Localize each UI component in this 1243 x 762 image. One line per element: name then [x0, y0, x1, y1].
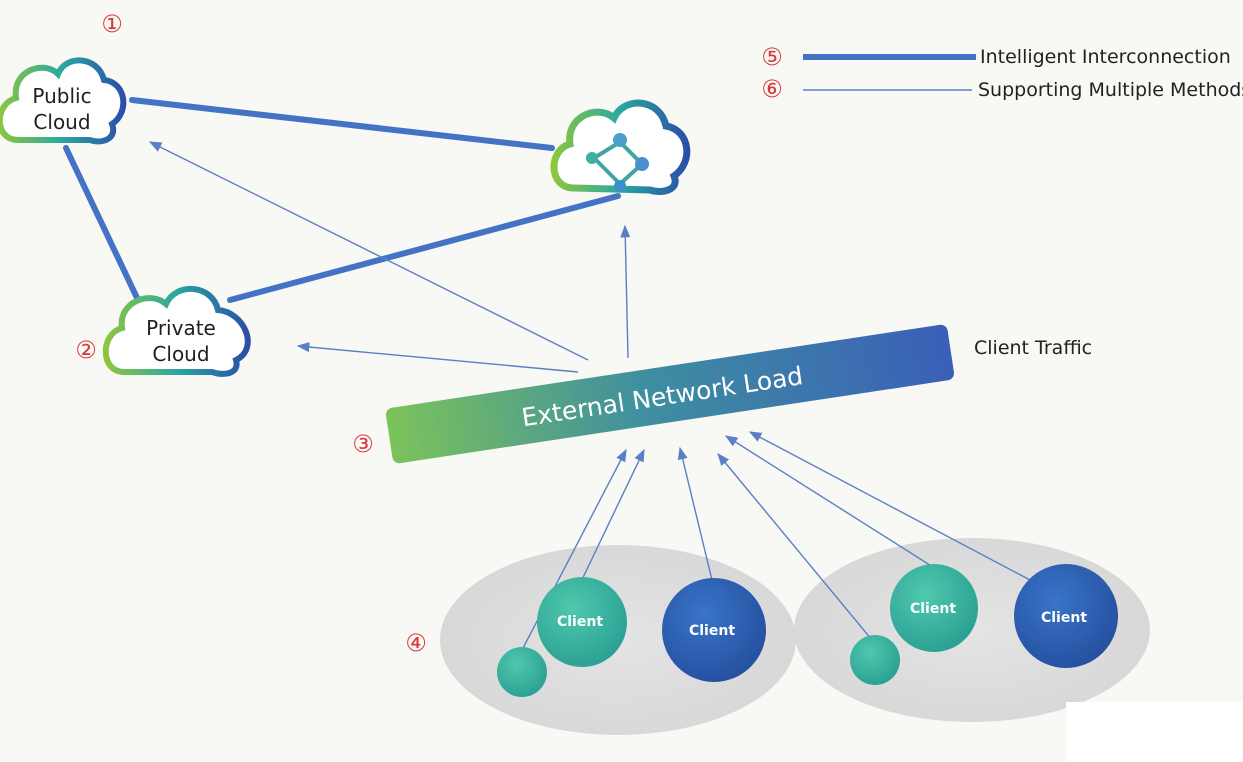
- client-node-small: [850, 635, 900, 685]
- arrow-client-6: [748, 431, 1031, 581]
- private-cloud[interactable]: Private Cloud: [102, 286, 251, 377]
- share-network-icon: [586, 133, 649, 192]
- client-label: Client: [1041, 610, 1087, 626]
- marker-1: ①: [101, 10, 123, 38]
- traffic-arrows: [148, 141, 1031, 651]
- client-label: Client: [557, 614, 603, 630]
- private-cloud-label-line1: Private: [146, 316, 216, 340]
- arrow-client-2: [577, 448, 645, 589]
- client-node[interactable]: [497, 647, 547, 697]
- corner-patch: [1066, 702, 1243, 762]
- arrow-client-5: [724, 435, 945, 575]
- client-node[interactable]: Client: [890, 564, 978, 652]
- client-node[interactable]: Client: [537, 577, 627, 667]
- private-cloud-icon: [102, 286, 251, 377]
- load-balancer-bar[interactable]: External Network Load: [385, 324, 955, 464]
- arrow-to-private-cloud: [296, 342, 579, 373]
- arrow-to-hub-cloud: [620, 224, 631, 359]
- arrow-client-4: [717, 453, 873, 641]
- public-cloud-label-line2: Cloud: [33, 110, 90, 134]
- client-label: Client: [910, 601, 956, 617]
- interconnection-lines: [63, 97, 621, 303]
- line-private-to-hub: [227, 193, 621, 303]
- client-node-teal: [890, 564, 978, 652]
- marker-6: ⑥: [761, 75, 783, 103]
- client-node-blue: [1014, 564, 1118, 668]
- arrow-to-public-cloud: [148, 141, 589, 361]
- legend-label-interconnection: Intelligent Interconnection: [980, 46, 1231, 68]
- legend-label-methods: Supporting Multiple Methods: [978, 79, 1243, 101]
- private-cloud-label-line2: Cloud: [152, 342, 209, 366]
- public-cloud[interactable]: Public Cloud: [0, 57, 127, 145]
- client-node-teal: [537, 577, 627, 667]
- arrow-client-3: [677, 446, 713, 581]
- line-public-to-private: [63, 145, 141, 303]
- hub-cloud[interactable]: [550, 99, 691, 195]
- client-node[interactable]: Client: [662, 578, 766, 682]
- marker-5: ⑤: [761, 43, 783, 71]
- marker-2: ②: [75, 336, 97, 364]
- hub-cloud-icon: [550, 99, 691, 195]
- marker-3: ③: [352, 430, 374, 458]
- public-cloud-icon: [0, 57, 127, 145]
- client-label: Client: [689, 623, 735, 639]
- client-node[interactable]: [850, 635, 900, 685]
- client-traffic-label: Client Traffic: [974, 337, 1092, 359]
- client-node-blue: [662, 578, 766, 682]
- load-balancer-shape: [385, 324, 955, 464]
- client-node-small: [497, 647, 547, 697]
- public-cloud-label-line1: Public: [32, 84, 91, 108]
- line-public-to-hub: [129, 97, 555, 151]
- legend: Intelligent Interconnection Supporting M…: [803, 46, 1243, 101]
- marker-4: ④: [405, 629, 427, 657]
- client-node[interactable]: Client: [1014, 564, 1118, 668]
